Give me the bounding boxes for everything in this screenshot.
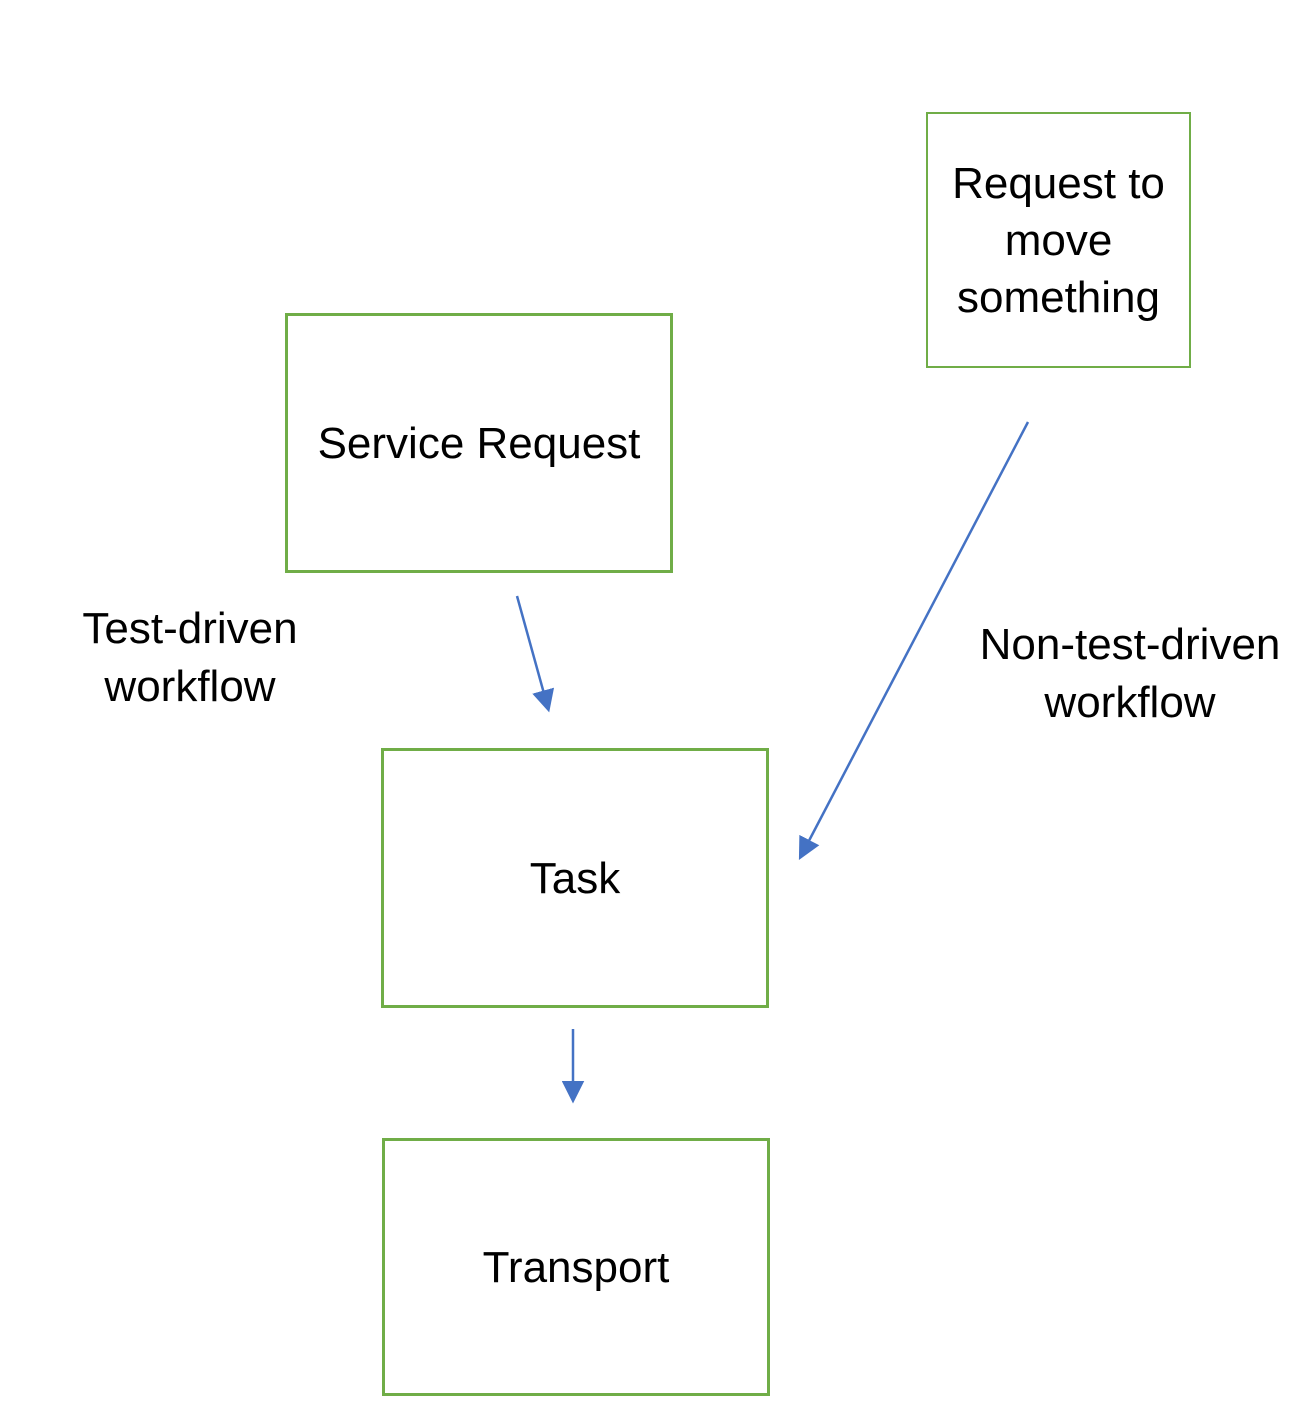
node-task: Task	[381, 748, 769, 1008]
label-test-driven-workflow: Test-driven workflow	[82, 604, 298, 711]
node-request-to-move-something: Request to move something	[926, 112, 1191, 368]
label-non-test-driven-workflow: Non-test-driven workflow	[979, 620, 1281, 727]
node-transport: Transport	[382, 1138, 770, 1396]
node-service-request: Service Request	[285, 313, 673, 573]
arrow-service-request-to-task	[515, 595, 555, 713]
